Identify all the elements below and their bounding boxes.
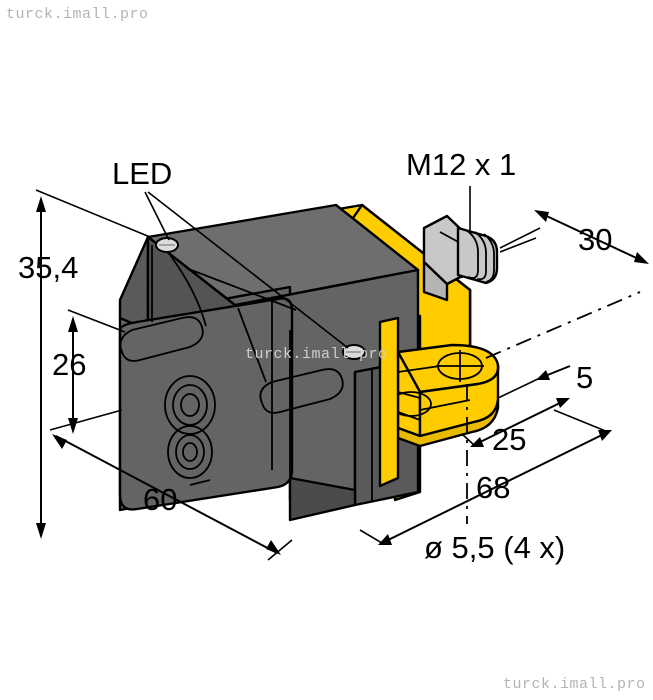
sensing-indicator-upper (164, 375, 216, 435)
watermark-top-left: turck.imall.pro (6, 6, 149, 23)
dimension-label-60: 60 (143, 482, 177, 517)
dimension-length-total: 68 (359, 409, 612, 545)
dimension-label-68: 68 (476, 470, 510, 505)
led-indicator-2 (342, 344, 366, 360)
sensing-indicator-lower (167, 425, 213, 479)
bracket-slot-lower (259, 368, 344, 414)
watermark-bottom-right: turck.imall.pro (503, 676, 646, 693)
connector-thread-ring-2 (474, 231, 487, 281)
label-thread-group: M12 x 1 (406, 147, 541, 249)
connector-thread-ring-3 (483, 233, 495, 283)
bracket-edge-highlight (189, 479, 211, 486)
connector-thread-ring-1 (465, 229, 479, 279)
flange-inner-line-3 (419, 399, 471, 411)
bracket-upper-left-face (118, 235, 150, 332)
bracket-rib-diagonal-2 (237, 307, 267, 383)
label-m12-thread: M12 x 1 (406, 147, 516, 182)
led-indicator-1 (155, 237, 179, 253)
dimension-hole-spacing: 25 (461, 398, 570, 457)
dimension-label-35-4: 35,4 (18, 250, 78, 285)
dimension-height-total: 35,4 (18, 189, 151, 539)
watermark-center: turck.imall.pro (245, 346, 388, 363)
dimension-flange-thickness: 5 (497, 360, 593, 399)
flange-lower-edge (396, 398, 500, 448)
bracket-foreground-block (118, 297, 294, 511)
dimension-height-bracket: 26 (52, 309, 126, 434)
bracket-bottom-face (288, 476, 357, 522)
flange-inner-line-1 (397, 365, 441, 373)
flange-inner-line-2 (397, 391, 421, 399)
dimension-label-5: 5 (576, 360, 593, 395)
dimension-label-25: 25 (492, 422, 526, 457)
bracket-slot-upper (119, 316, 204, 362)
connector-shoulder (422, 260, 449, 302)
label-led-group: LED (112, 156, 349, 349)
dimension-depth-connector: 30 (485, 210, 649, 359)
note-hole-diameter: ø 5,5 (4 x) (424, 530, 565, 565)
flange-inner-line-4 (397, 411, 421, 421)
dimension-length-bracket: 60 (49, 409, 293, 561)
dimension-label-26: 26 (52, 347, 86, 382)
bracket-rib-diagonal-1 (169, 254, 207, 327)
label-led: LED (112, 156, 172, 191)
dimension-label-30: 30 (578, 222, 612, 257)
bracket-rib-diagonal-4 (185, 267, 297, 311)
yellow-side-strip (378, 316, 400, 488)
